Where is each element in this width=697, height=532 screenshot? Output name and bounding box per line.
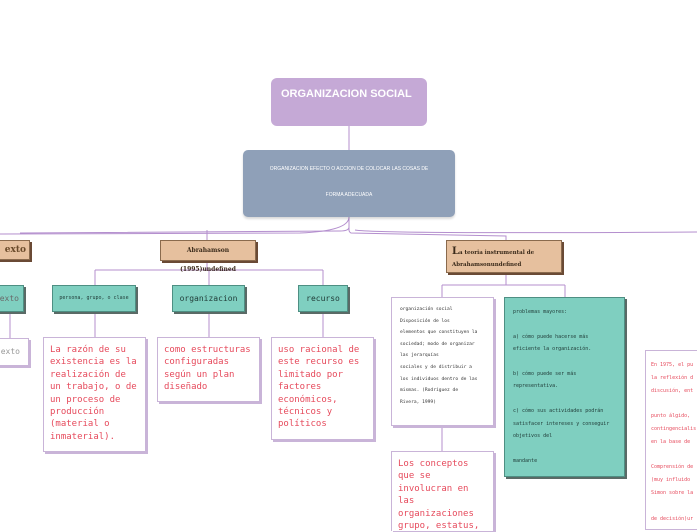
right-line-1: la reflexión d (651, 374, 694, 381)
right-line-9: (muy influido (651, 477, 691, 484)
problems-line-9: satisfacer intereses y conseguir (513, 420, 610, 427)
right-line-2: discusión, ent (651, 387, 694, 394)
problems-line-7 (513, 393, 616, 405)
connector-right (348, 219, 507, 240)
organizacion-detail[interactable]: como estructuras configuradas según un p… (157, 337, 260, 402)
right-line-0: En 1975, el pu (651, 362, 694, 368)
connector-lines (0, 126, 697, 451)
right-line-7 (651, 449, 697, 462)
teoria-definition[interactable]: organización social Disposición de los e… (391, 297, 494, 426)
problems-line-12: mandante (513, 457, 538, 464)
problems-line-4 (513, 356, 616, 368)
persona-label: persona, grupo, o clase (59, 295, 129, 301)
problems-line-0: problemas mayores: (513, 309, 568, 315)
organizacion-label: organizacion (179, 294, 238, 303)
recurso-detail[interactable]: uso racional de este recurso es limitado… (271, 337, 374, 440)
contexto-leaf: exto (0, 338, 29, 366)
contexto-label: exto (4, 245, 26, 255)
organizacion-node[interactable]: organizacion (172, 285, 245, 312)
teoria-label-2: Abrahamsonundefined (452, 262, 522, 268)
teoria-def-line-6: los individuos dentro de las (400, 376, 478, 382)
contexto-sub-label: exto (0, 294, 19, 303)
teoria-def-line-3: sociedad; modo de organizar (400, 341, 475, 347)
definition-line-2: FORMA ADECUADA (325, 192, 373, 198)
recurso-detail-text: uso racional de este recurso es limitado… (278, 345, 360, 430)
recurso-label: recurso (306, 294, 340, 303)
right-card[interactable]: En 1975, el pu la reflexión d discusión,… (645, 350, 697, 530)
connector-left-2 (0, 216, 350, 235)
connector-children (94, 262, 324, 285)
right-line-11 (651, 500, 697, 513)
right-line-4: punto álgido, (651, 413, 691, 420)
teoria-concepts-text: Los conceptos que se involucran en las o… (398, 459, 480, 532)
connector-left (19, 217, 350, 234)
right-line-8: Comprensión de (651, 464, 694, 471)
connector-teoria-children (441, 273, 566, 297)
problems-line-10: objetivos del (513, 433, 553, 440)
right-line-6: en la base de (651, 438, 691, 445)
teoria-def-line-0: organización social (400, 307, 453, 312)
persona-detail[interactable]: La razón de su existencia es la realizac… (43, 337, 146, 452)
teoria-concepts[interactable]: Los conceptos que se involucran en las o… (391, 451, 494, 531)
root-node[interactable]: ORGANIZACION SOCIAL (271, 78, 427, 126)
teoria-def-line-2: elementos que constituyen la (400, 330, 478, 336)
persona-detail-text: La razón de su existencia es la realizac… (50, 345, 137, 442)
abrahamson-node[interactable]: Abrahamson (1995)undefined (160, 240, 256, 273)
problems-line-3: eficiente la organización. (513, 346, 592, 353)
abrahamson-label: Abrahamson (1995)undefined (180, 247, 236, 273)
right-line-12: de decisión)ur (651, 515, 694, 522)
right-line-10: Simon sobre la (651, 489, 694, 496)
right-line-3 (651, 397, 697, 410)
problems-line-5: b) cómo puede ser más (513, 371, 577, 378)
teoria-node[interactable]: La teoria instrumental de Abrahamsonunde… (446, 240, 562, 273)
teoria-problems[interactable]: problemas mayores: a) cómo puede hacerse… (504, 297, 625, 477)
contexto-node[interactable]: exto (0, 240, 30, 260)
connector-far-right (354, 229, 697, 234)
teoria-def-line-8: Rivera, 1999) (400, 399, 436, 405)
contexto-leaf-text: exto (0, 347, 20, 356)
teoria-label-initial: L (452, 246, 460, 257)
problems-line-1 (513, 318, 616, 330)
problems-line-6: representativa. (513, 383, 559, 390)
problems-line-8: c) cómo sus actividades podrán (513, 408, 604, 415)
organizacion-detail-text: como estructuras configuradas según un p… (164, 345, 251, 393)
definition-node[interactable]: ORGANIZACION EFECTO O ACCION DE COLOCAR … (243, 150, 455, 217)
teoria-def-line-5: sociales y de distribuir a (400, 364, 472, 370)
teoria-def-line-4: las jerarquías (400, 353, 439, 359)
teoria-def-line-1: Disposición de los (400, 318, 450, 324)
teoria-label-1: La teoria instrumental de (452, 246, 556, 259)
contexto-sub-node[interactable]: exto (0, 285, 24, 312)
recurso-node[interactable]: recurso (298, 285, 348, 312)
root-title: ORGANIZACION SOCIAL (281, 88, 412, 100)
persona-node[interactable]: persona, grupo, o clase (52, 285, 136, 312)
connector-leaves (94, 312, 324, 337)
right-line-5: contingencialis (651, 425, 697, 432)
problems-line-2: a) cómo puede hacerse más (513, 333, 589, 340)
teoria-label-rest: a teoria instrumental de (459, 250, 535, 256)
teoria-def-line-7: mismas. (Rodríguez de (400, 388, 459, 394)
problems-line-11 (513, 442, 616, 454)
definition-line-1: ORGANIZACION EFECTO O ACCION DE COLOCAR … (269, 166, 429, 172)
